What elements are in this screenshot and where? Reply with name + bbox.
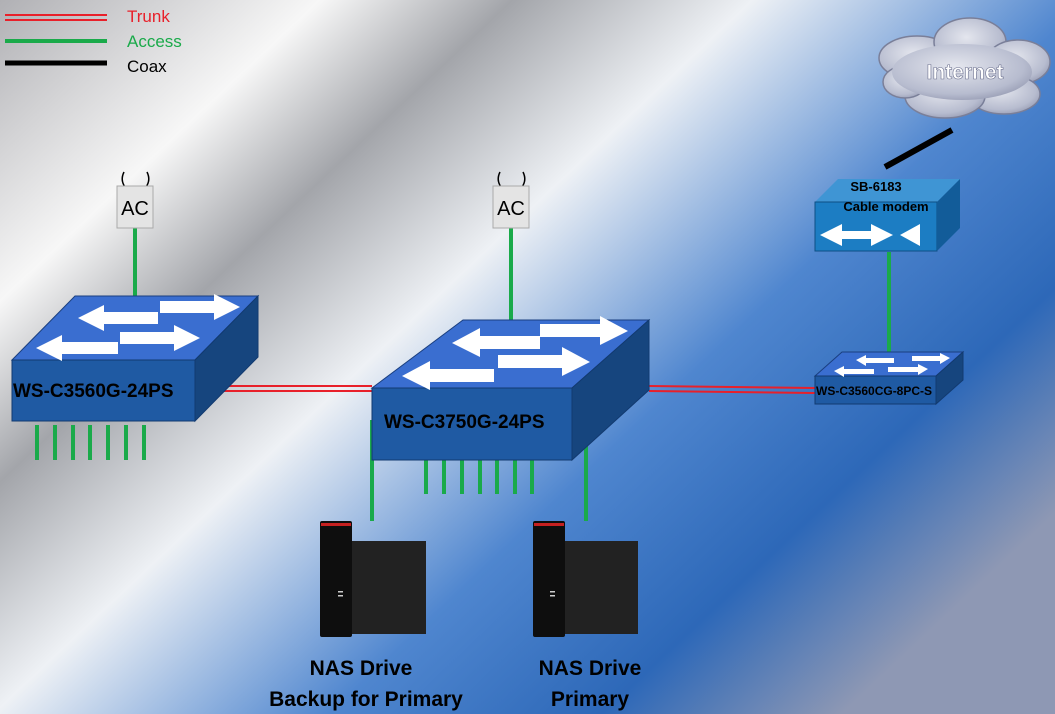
internet-label: Internet [926, 61, 1003, 84]
modem-arrows-icon [820, 224, 920, 246]
access-point-icon [492, 185, 530, 229]
nas-backup-title: NAS Drive [310, 657, 413, 680]
legend-access-label: Access [127, 32, 182, 51]
legend-coax-label: Coax [127, 57, 167, 76]
modem-model: SB-6183 [850, 179, 901, 194]
switch-arrows-icon [402, 316, 628, 390]
nas-backup-subtitle: Backup for Primary [269, 688, 463, 711]
access-point-left: AC [116, 171, 154, 229]
switch-left: WS-C3560G-24PS [10, 294, 260, 423]
switch-right: WS-C3560CG-8PC-S [813, 350, 965, 406]
trunk-link-right [648, 385, 816, 389]
legend-trunk-label: Trunk [127, 7, 170, 26]
legend: Trunk Access Coax [5, 7, 182, 76]
nas-backup: NAS Drive Backup for Primary [269, 521, 463, 711]
modem-label: Cable modem [843, 199, 928, 214]
coax-link [883, 127, 954, 170]
switch-right-label: WS-C3560CG-8PC-S [816, 384, 932, 398]
cable-modem: SB-6183 Cable modem [814, 179, 960, 252]
access-point-icon [116, 185, 154, 229]
nas-primary-subtitle: Primary [551, 688, 630, 711]
switch-arrows-icon [834, 353, 950, 377]
trunk-links [216, 385, 816, 394]
internet-cloud-icon: Internet [878, 17, 1051, 119]
nas-primary-title: NAS Drive [539, 657, 642, 680]
switch-center: WS-C3750G-24PS [370, 316, 651, 462]
nas-drive-icon [533, 521, 565, 637]
access-point-center-label: AC [497, 198, 525, 220]
switch-arrows-icon [36, 294, 240, 361]
access-point-center: AC [492, 171, 530, 229]
access-point-left-label: AC [121, 198, 149, 220]
switch-center-label: WS-C3750G-24PS [384, 412, 545, 433]
nas-primary: NAS Drive Primary [533, 521, 641, 711]
nas-drive-icon [320, 521, 352, 637]
switch-left-label: WS-C3560G-24PS [13, 381, 174, 402]
